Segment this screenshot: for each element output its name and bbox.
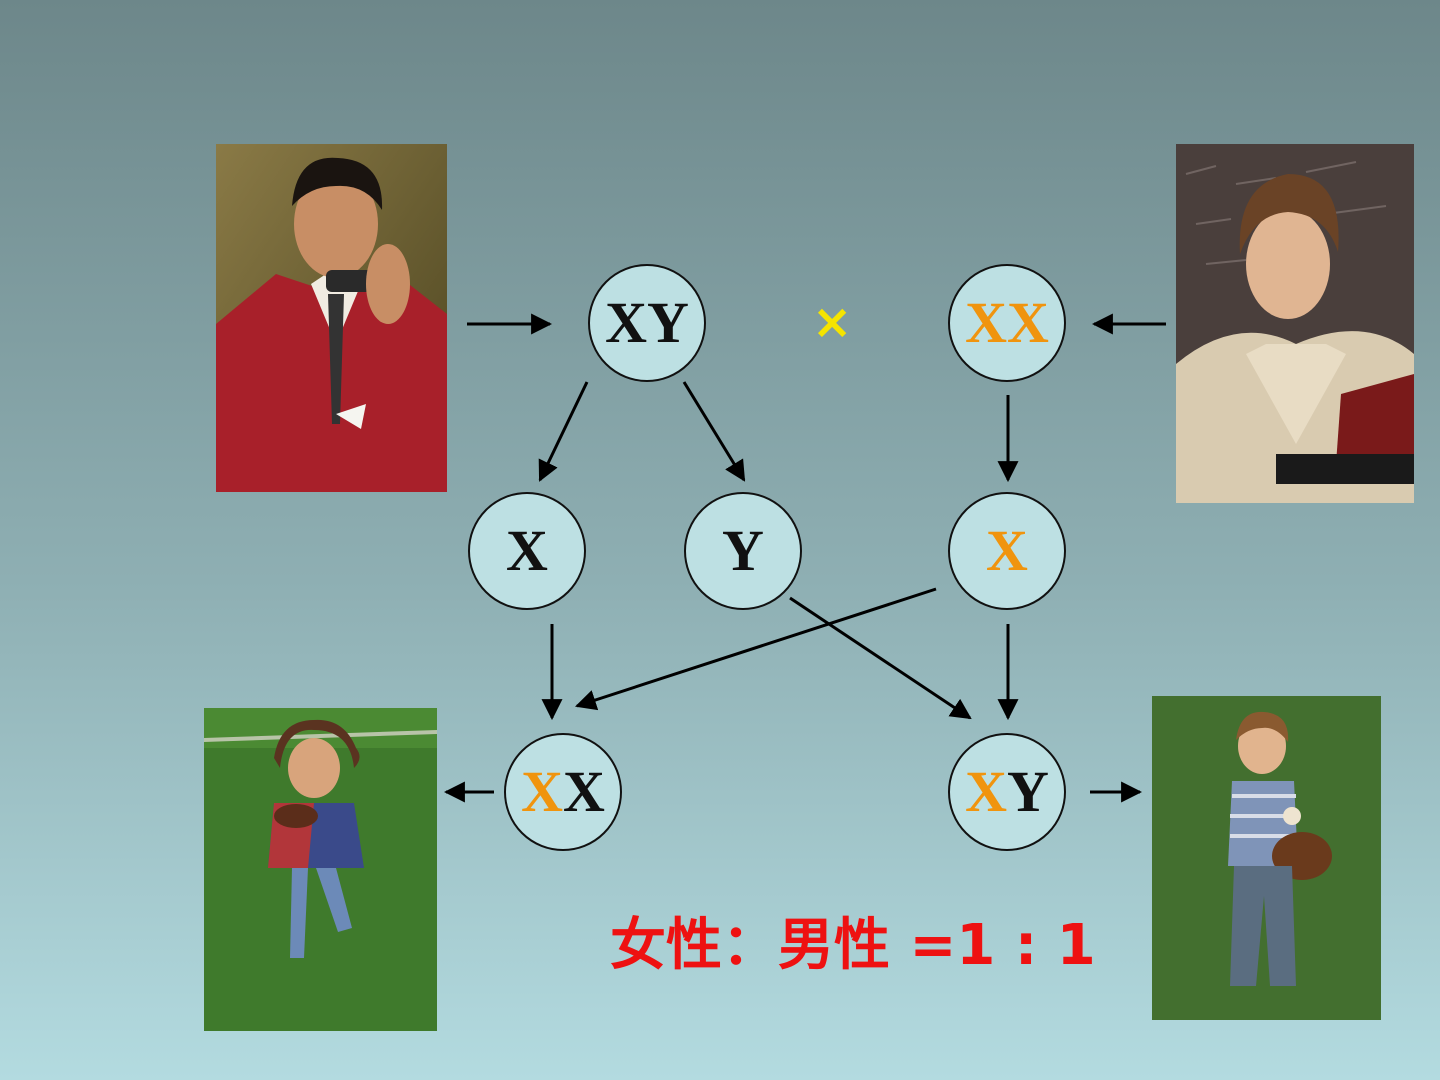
mother-photo xyxy=(1176,144,1414,503)
father-gamete-x-node: X xyxy=(468,492,586,610)
son-photo xyxy=(1152,696,1381,1020)
arrow-mother-x-to-daughter xyxy=(575,587,937,711)
sex-ratio-text: 女性：男性 =1 : 1 xyxy=(610,913,1096,978)
father-gamete-y-node: Y xyxy=(684,492,802,610)
daughter-photo xyxy=(204,708,437,1031)
mother-gamete-x-node: X xyxy=(948,492,1066,610)
cross-symbol: × xyxy=(812,294,853,350)
arrow-xy-to-x xyxy=(538,381,589,482)
arrow-xy-to-y xyxy=(682,381,746,482)
arrow-y-to-son xyxy=(789,596,972,720)
father-photo xyxy=(216,144,447,492)
